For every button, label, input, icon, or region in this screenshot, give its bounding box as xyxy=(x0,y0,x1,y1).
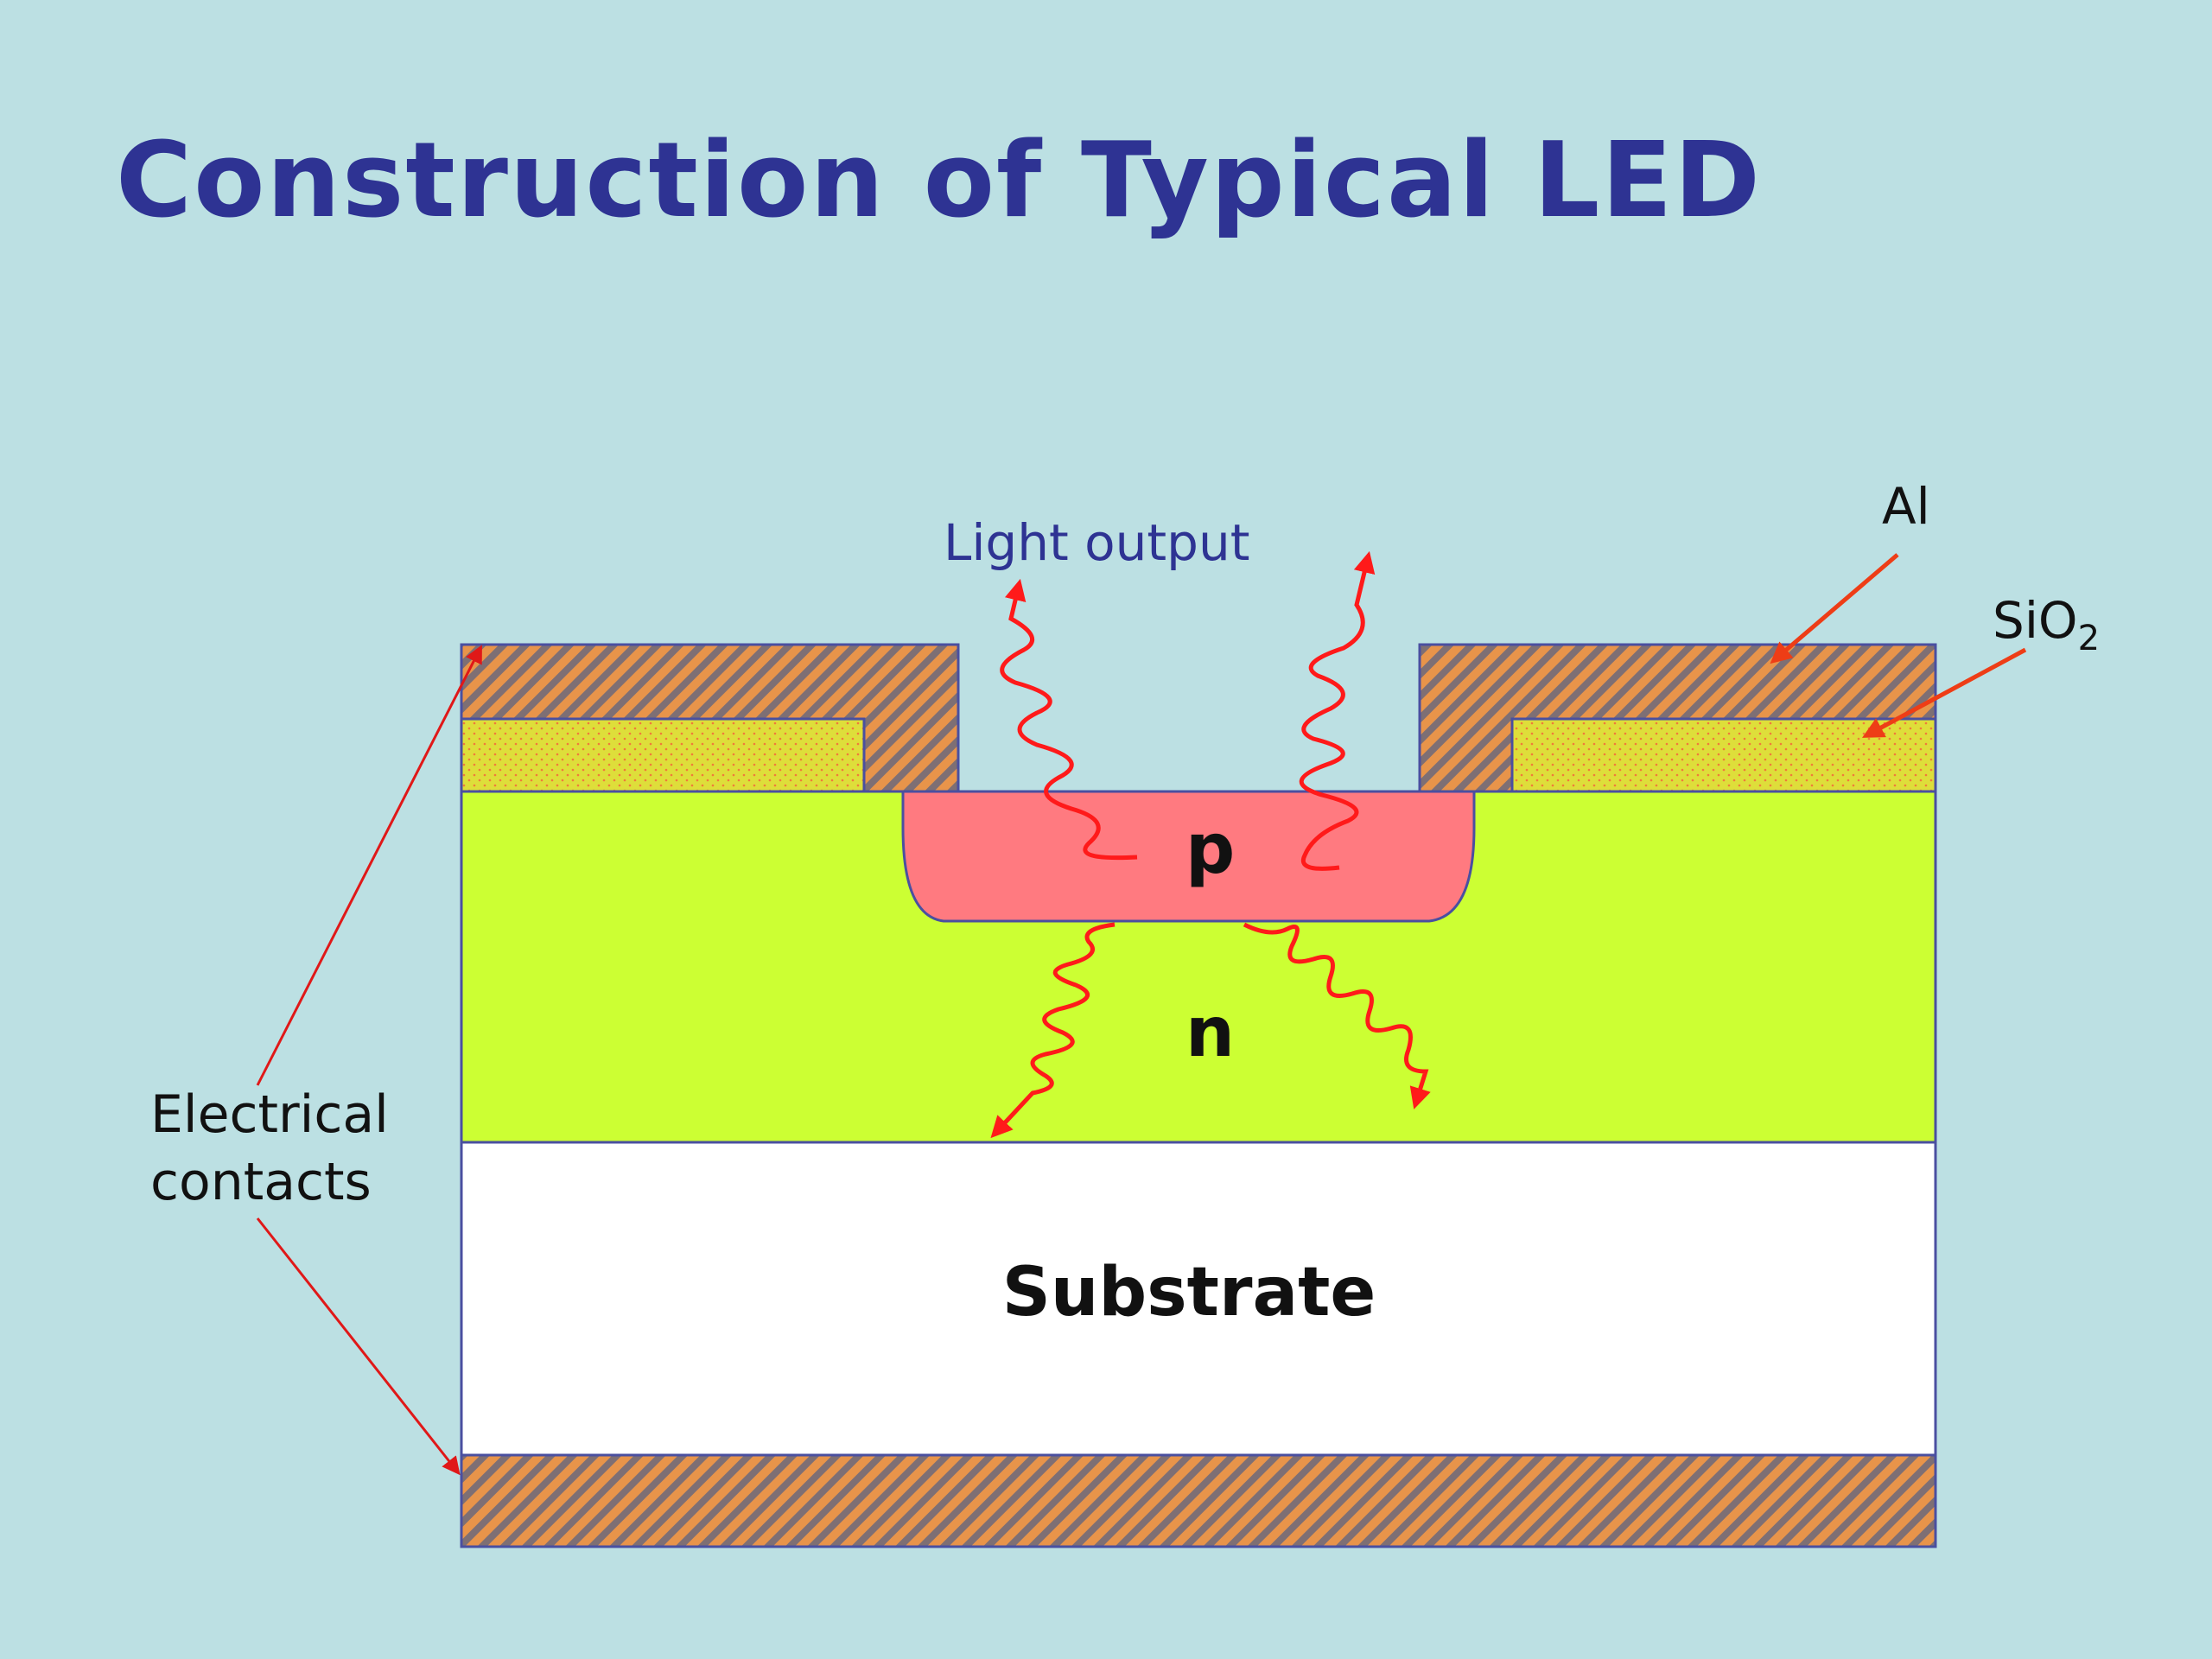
slide-title: Construction of Typical LED xyxy=(116,121,1762,241)
al-label: Al xyxy=(1882,477,1930,536)
light-ray-lower-left xyxy=(990,922,1116,1139)
electrical-contacts-label-line1: Electrical xyxy=(150,1084,389,1145)
n-region-label: n xyxy=(1185,992,1235,1072)
light-ray-upper-left xyxy=(1000,578,1138,861)
sio2-label-main: SiO xyxy=(1993,591,2078,650)
bottom-contact xyxy=(460,1453,1937,1548)
oxide-right xyxy=(1510,717,1937,793)
sio2-label: SiO2 xyxy=(1993,591,2100,658)
oxide-left xyxy=(460,717,866,793)
light-ray-upper-right xyxy=(1299,550,1376,871)
contact-pointer-bottom xyxy=(256,1217,461,1476)
light-ray-lower-right xyxy=(1243,922,1431,1109)
al-callout-arrow xyxy=(1770,553,1899,664)
substrate-label: Substrate xyxy=(1002,1254,1376,1332)
sio2-callout-arrow xyxy=(1861,647,2027,738)
contact-pointer-top xyxy=(256,645,482,1086)
p-region xyxy=(901,790,1476,923)
light-output-label: Light output xyxy=(944,513,1250,572)
electrical-contacts-label-line2: contacts xyxy=(150,1152,372,1212)
p-region-label: p xyxy=(1185,809,1235,889)
sio2-label-subscript: 2 xyxy=(2078,619,2100,658)
substrate-layer xyxy=(460,1141,1937,1457)
